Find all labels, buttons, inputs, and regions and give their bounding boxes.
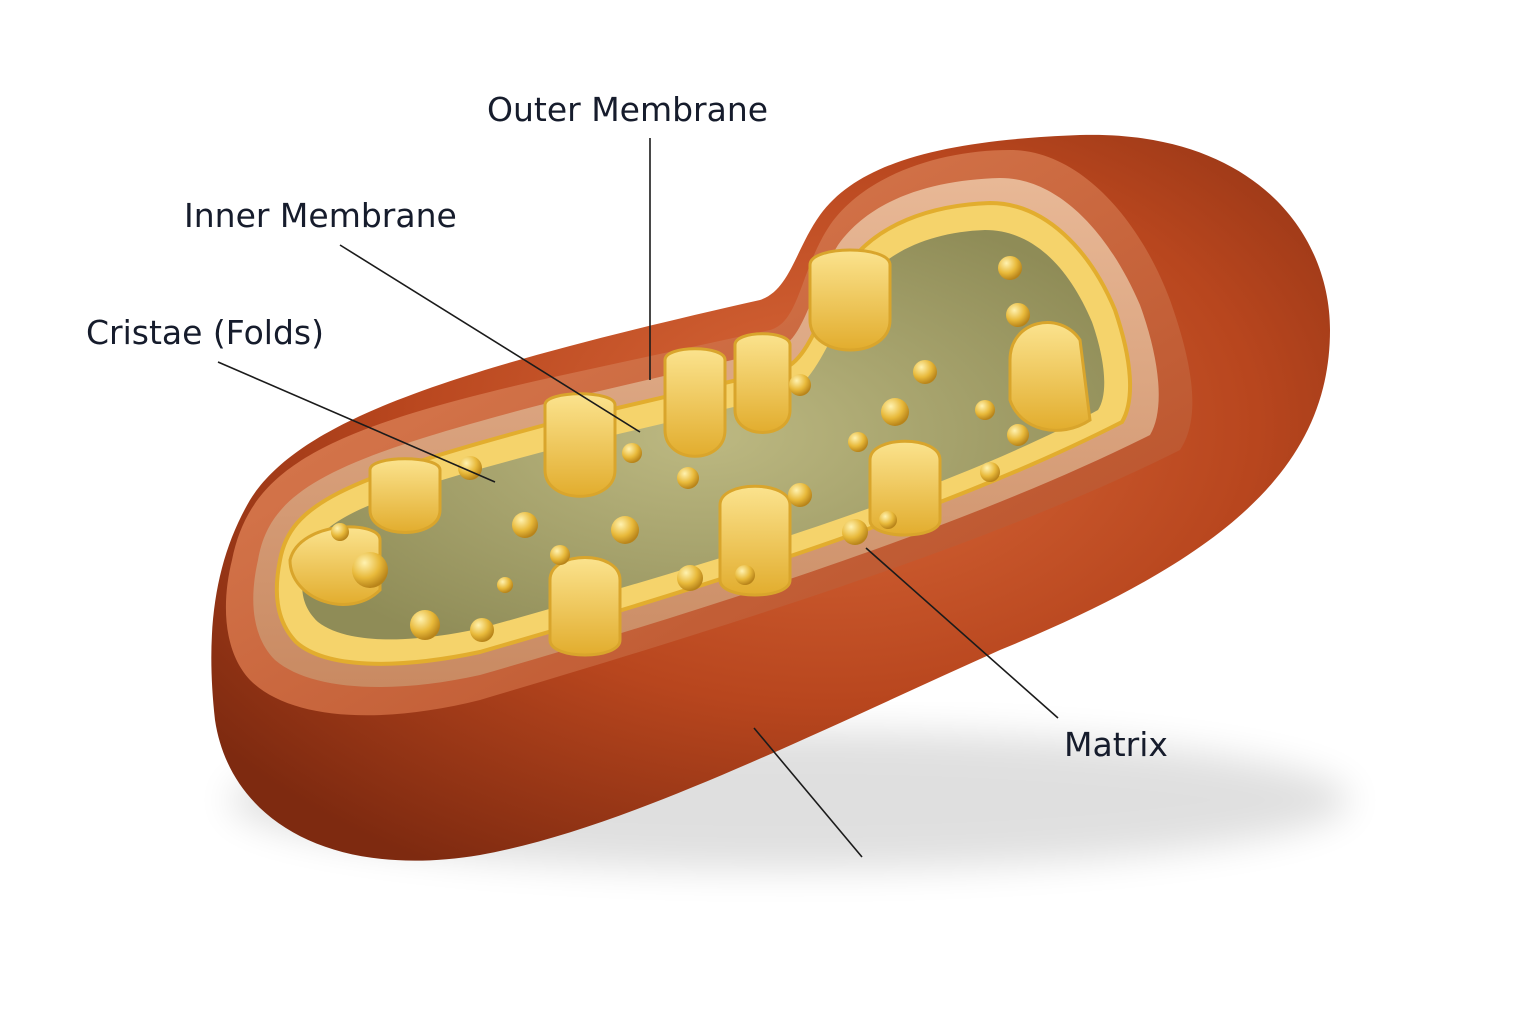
matrix-label: Matrix xyxy=(1064,725,1168,764)
granule xyxy=(1007,424,1029,446)
matrix-leader xyxy=(865,547,1059,719)
granule xyxy=(512,512,538,538)
granule xyxy=(550,545,570,565)
crista-fold-3 xyxy=(663,347,727,458)
granule xyxy=(1006,303,1030,327)
crista-fold-10 xyxy=(1008,321,1092,432)
crista-fold-2 xyxy=(543,392,617,498)
crista-fold-1 xyxy=(368,457,442,534)
granule xyxy=(975,400,995,420)
inner-membrane-leader xyxy=(339,244,641,433)
granule xyxy=(497,577,513,593)
granule xyxy=(735,565,755,585)
granule xyxy=(470,618,494,642)
granule xyxy=(410,610,440,640)
granule xyxy=(913,360,937,384)
outer-membrane-label: Outer Membrane xyxy=(487,90,769,129)
cristae-leader xyxy=(217,361,496,483)
granule xyxy=(677,467,699,489)
body-leader xyxy=(753,727,863,858)
granule xyxy=(611,516,639,544)
crista-fold-7 xyxy=(548,556,622,657)
cristae-label: Cristae (Folds) xyxy=(86,313,324,352)
granule xyxy=(881,398,909,426)
granule xyxy=(789,374,811,396)
crista-fold-4 xyxy=(733,332,792,434)
crista-fold-5 xyxy=(808,248,892,352)
granule xyxy=(677,565,703,591)
granule xyxy=(998,256,1022,280)
granule xyxy=(879,511,897,529)
callout-lines xyxy=(217,138,1059,858)
inner-membrane-label: Inner Membrane xyxy=(184,196,457,235)
crista-fold-6 xyxy=(288,525,382,606)
granule xyxy=(788,483,812,507)
granule xyxy=(848,432,868,452)
granule xyxy=(980,462,1000,482)
granule xyxy=(352,552,388,588)
granule xyxy=(842,519,868,545)
granule xyxy=(331,523,349,541)
crista-fold-8 xyxy=(718,484,792,597)
granule xyxy=(622,443,642,463)
